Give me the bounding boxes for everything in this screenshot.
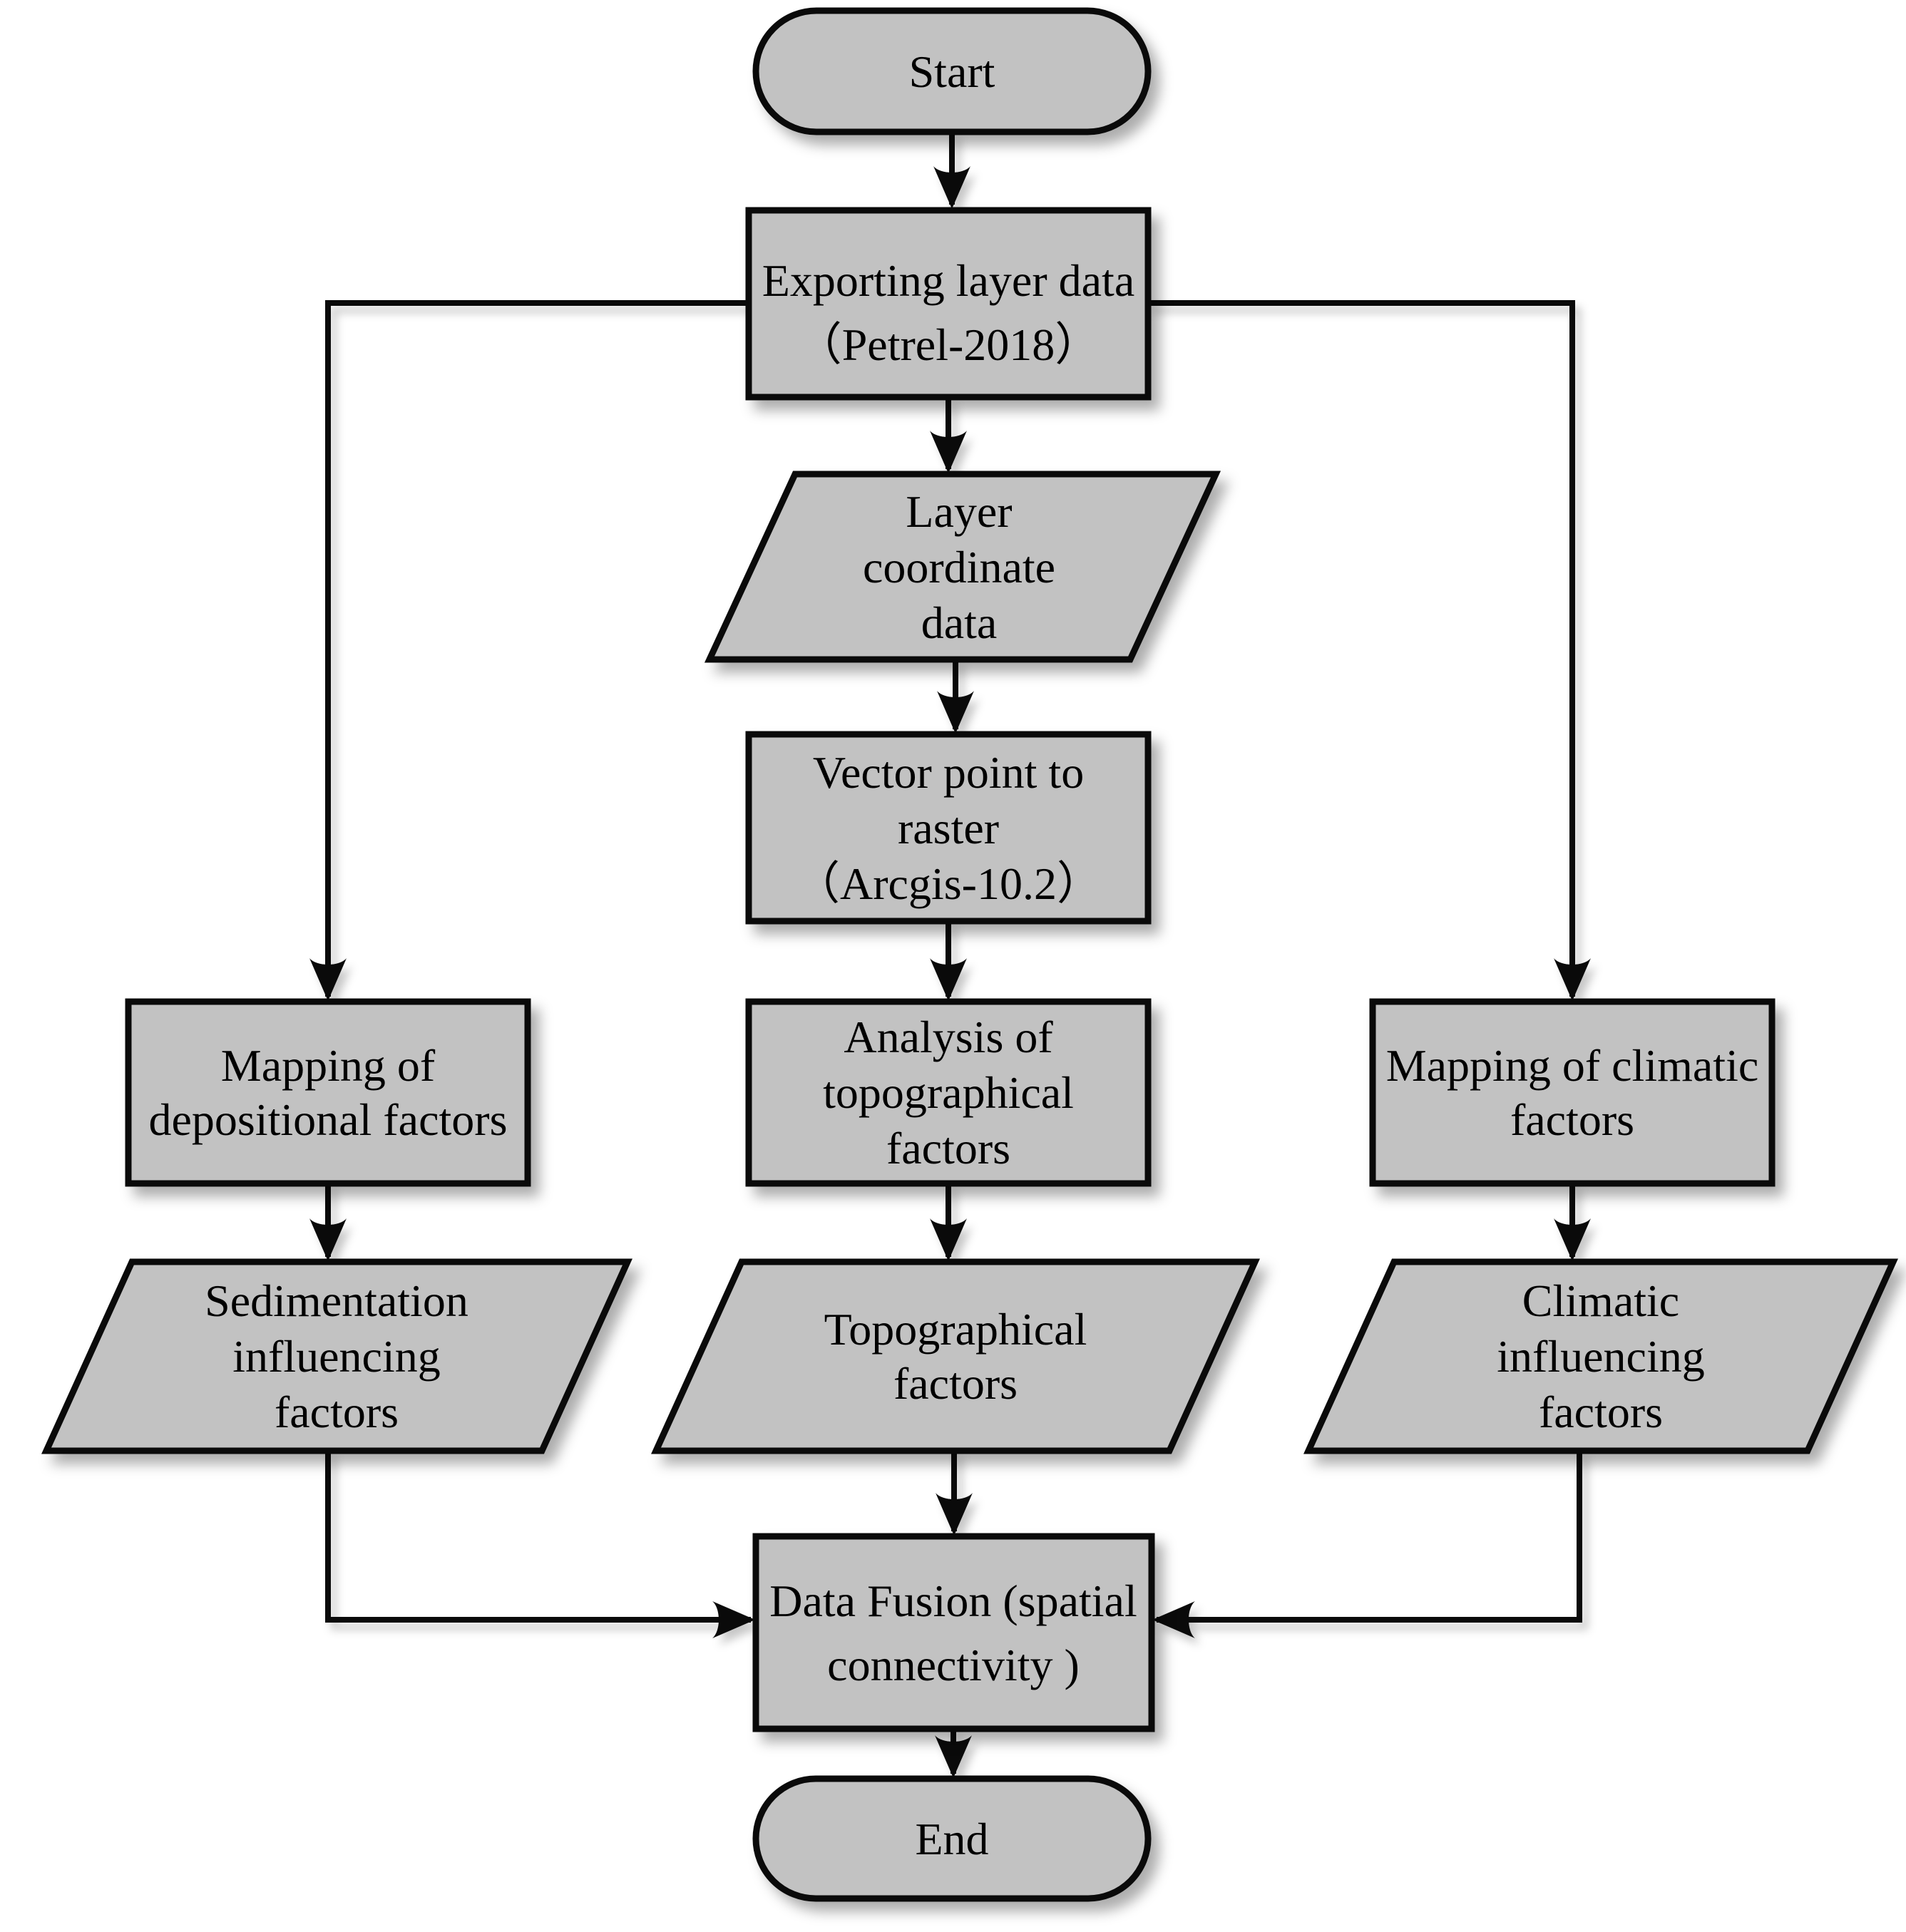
node-layer-coordinate-data: Layer coordinate data — [704, 471, 1221, 663]
analysis-label-line3: factors — [886, 1123, 1010, 1173]
mapping-climatic-label-line1: Mapping of climatic — [1386, 1040, 1759, 1091]
layer-coordinate-label-line1: Layer — [906, 486, 1012, 537]
mapping-depositional-label-line2: depositional factors — [149, 1094, 508, 1145]
end-label: End — [915, 1814, 988, 1864]
sedimentation-label-line1: Sedimentation — [205, 1275, 468, 1326]
node-analysis-topographical: Analysis of topographical factors — [745, 998, 1152, 1187]
start-label: Start — [909, 46, 995, 97]
layer-coordinate-io-shape — [704, 471, 1221, 663]
exporting-process-shape — [745, 207, 1152, 401]
nodes-group: Start Exporting layer data （Petrel-2018）… — [41, 7, 1898, 1902]
edges-group — [309, 132, 1591, 1778]
data-fusion-process-shape — [752, 1533, 1155, 1732]
node-climatic-factors: Climatic influencing factors — [1303, 1258, 1898, 1454]
mapping-climatic-label-line2: factors — [1510, 1094, 1634, 1145]
analysis-label-line1: Analysis of — [844, 1012, 1053, 1062]
topographical-label-line1: Topographical — [824, 1304, 1087, 1355]
node-mapping-climatic: Mapping of climatic factors — [1369, 998, 1776, 1187]
topographical-label-line2: factors — [893, 1358, 1018, 1409]
mapping-climatic-process-shape — [1369, 998, 1776, 1187]
climatic-label-line2: influencing — [1497, 1331, 1704, 1382]
climatic-label-line1: Climatic — [1522, 1275, 1679, 1326]
sedimentation-io-shape — [41, 1258, 632, 1454]
node-topographical-factors: Topographical factors — [651, 1258, 1260, 1454]
edge-exporting-mapping-depositional — [309, 300, 749, 1001]
end-terminator-shape — [752, 1775, 1152, 1902]
node-vector-point-to-raster: Vector point to raster （Arcgis-10.2） — [745, 731, 1152, 925]
vector-label-line1: Vector point to — [813, 747, 1084, 798]
node-mapping-depositional: Mapping of depositional factors — [125, 998, 531, 1187]
sedimentation-label-line3: factors — [275, 1387, 399, 1437]
data-fusion-label-line2: connectivity ) — [827, 1640, 1080, 1690]
start-terminator-shape — [752, 7, 1152, 135]
layer-coordinate-label-line2: coordinate — [863, 542, 1055, 592]
layer-coordinate-label-line3: data — [921, 597, 998, 648]
topographical-io-shape — [651, 1258, 1260, 1454]
edge-exporting-mapping-climatic — [1148, 300, 1591, 1001]
vector-label-line3: （Arcgis-10.2） — [794, 858, 1102, 909]
analysis-process-shape — [745, 998, 1152, 1187]
vector-process-shape — [745, 731, 1152, 925]
data-fusion-label-line1: Data Fusion (spatial — [769, 1576, 1137, 1626]
climatic-io-shape — [1303, 1258, 1898, 1454]
sedimentation-label-line2: influencing — [232, 1331, 440, 1382]
exporting-label-line2: （Petrel-2018） — [796, 319, 1101, 370]
node-start: Start — [752, 7, 1152, 135]
exporting-label-line1: Exporting layer data — [762, 255, 1134, 306]
node-data-fusion: Data Fusion (spatial connectivity ) — [752, 1533, 1155, 1732]
edge-sedimentation-data-fusion — [325, 1451, 755, 1638]
analysis-label-line2: topographical — [823, 1067, 1074, 1118]
mapping-depositional-process-shape — [125, 998, 531, 1187]
node-end: End — [752, 1775, 1152, 1902]
node-exporting-layer-data: Exporting layer data （Petrel-2018） — [745, 207, 1152, 401]
mapping-depositional-label-line1: Mapping of — [221, 1040, 436, 1091]
edge-climatic-data-fusion — [1152, 1451, 1582, 1638]
vector-label-line2: raster — [898, 803, 999, 853]
climatic-label-line3: factors — [1539, 1387, 1663, 1437]
node-sedimentation-factors: Sedimentation influencing factors — [41, 1258, 632, 1454]
